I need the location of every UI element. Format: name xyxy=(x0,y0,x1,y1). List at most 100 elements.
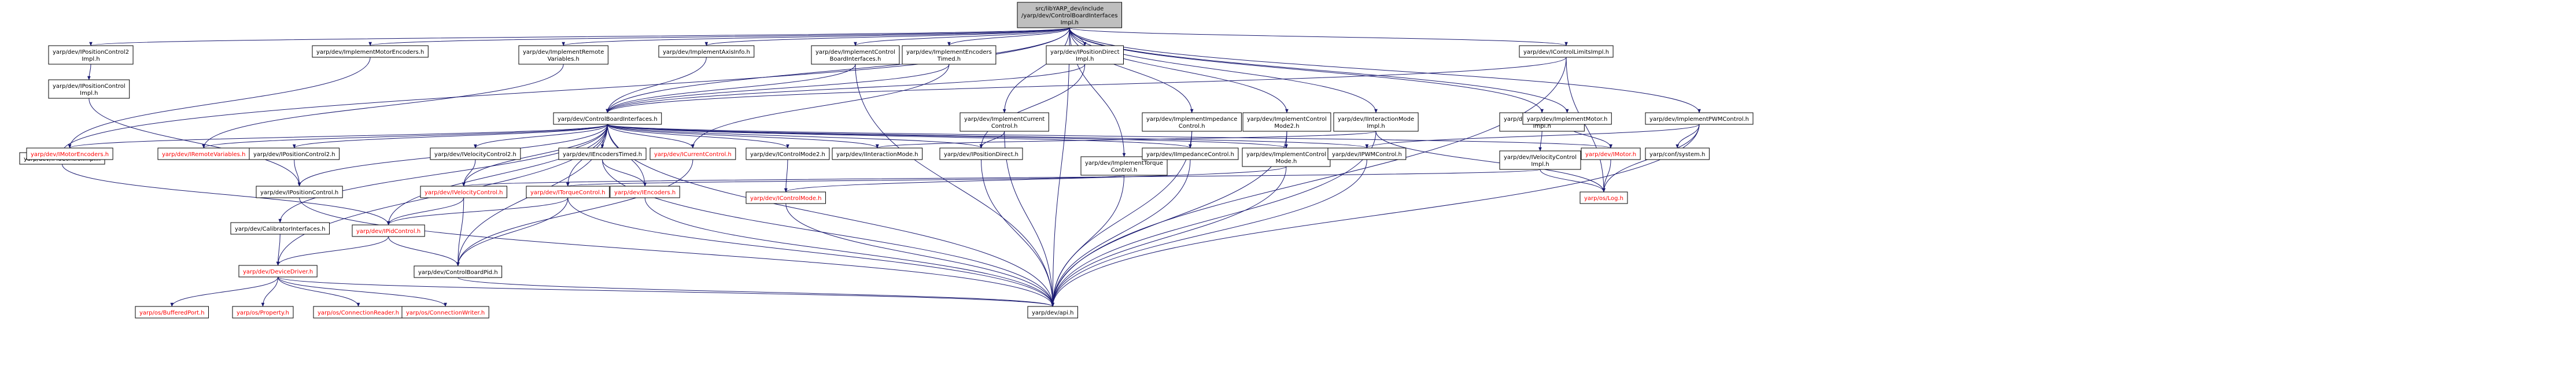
edges-layer xyxy=(60,27,1701,307)
node-label: yarp/dev/IInteractionMode xyxy=(1338,116,1414,123)
edge-ivc-to-ipid xyxy=(386,197,464,225)
edge-icm2-to-icm xyxy=(784,159,788,193)
node-label: yarp/dev/ITorqueControl.h xyxy=(530,190,606,196)
node-root: src/libYARP_dev/include/yarp/dev/Control… xyxy=(1017,2,1123,28)
edge-root-to-vc2impl xyxy=(1069,27,1544,113)
node-ipwm[interactable]: yarp/dev/IPWMControl.h xyxy=(1327,147,1407,160)
node-connw[interactable]: yarp/os/ConnectionWriter.h xyxy=(401,306,489,319)
node-label: yarp/dev/ControlBoardPid.h xyxy=(418,269,498,276)
node-label: yarp/dev/IPositionDirect xyxy=(1050,49,1120,56)
node-ivc[interactable]: yarp/dev/IVelocityControl.h xyxy=(420,186,508,198)
node-cbiimpl[interactable]: yarp/dev/ImplementControlBoardInterfaces… xyxy=(811,45,900,65)
node-imotor[interactable]: yarp/dev/IMotor.h xyxy=(1581,147,1641,160)
node-calib[interactable]: yarp/dev/CalibratorInterfaces.h xyxy=(230,222,330,235)
node-imotenc[interactable]: yarp/dev/IMotorEncoders.h xyxy=(26,147,113,160)
edge-iencoders-to-api xyxy=(644,197,1054,307)
node-log[interactable]: yarp/os/Log.h xyxy=(1579,191,1628,204)
node-itorque[interactable]: yarp/dev/ITorqueControl.h xyxy=(526,186,610,198)
node-iremvar[interactable]: yarp/dev/IRemoteVariables.h xyxy=(157,147,250,160)
node-connr[interactable]: yarp/os/ConnectionReader.h xyxy=(313,306,404,319)
node-ipc[interactable]: yarp/dev/IPositionControl.h xyxy=(256,186,343,198)
edge-vcimpl-to-ivc xyxy=(462,169,1541,187)
node-api[interactable]: yarp/dev/api.h xyxy=(1027,306,1078,319)
node-box xyxy=(249,147,340,160)
edge-ipcimpl-to-ipc xyxy=(88,98,301,187)
node-ipc2[interactable]: yarp/dev/IPositionControl2.h xyxy=(249,147,340,160)
node-pwmimpl[interactable]: yarp/dev/ImplementPWMControl.h xyxy=(1645,112,1754,125)
node-label: src/libYARP_dev/include xyxy=(1035,6,1104,12)
node-label: Timed.h xyxy=(937,56,961,62)
edge-pidimpl-to-ipid xyxy=(62,164,390,225)
node-box xyxy=(1327,147,1407,160)
node-ipid[interactable]: yarp/dev/IPidControl.h xyxy=(352,224,425,237)
node-box xyxy=(420,186,508,198)
edge-icm-to-api xyxy=(785,203,1054,307)
node-iinter[interactable]: yarp/dev/IInteractionMode.h xyxy=(832,147,923,160)
node-icm2[interactable]: yarp/dev/IControlMode2.h xyxy=(746,147,830,160)
node-conf[interactable]: yarp/conf/system.h xyxy=(1645,147,1710,160)
node-climits[interactable]: yarp/dev/IControlLimitsImpl.h xyxy=(1519,45,1614,58)
edge-interimpl-to-api xyxy=(1051,131,1376,307)
edge-cbiimpl-to-cbi xyxy=(606,64,856,113)
edge-axisinfo-to-cbi xyxy=(606,57,707,113)
edge-root-to-remvar xyxy=(562,27,1070,46)
node-box xyxy=(1645,147,1710,160)
node-motenc[interactable]: yarp/dev/ImplementMotorEncoders.h xyxy=(312,45,429,58)
node-icm[interactable]: yarp/dev/IControlMode.h xyxy=(746,191,826,204)
node-box xyxy=(558,147,647,160)
node-label: yarp/dev/IMotor.h xyxy=(1585,151,1636,158)
edge-cbi-to-ivc xyxy=(462,124,608,187)
node-iencoders[interactable]: yarp/dev/IEncoders.h xyxy=(610,186,680,198)
node-label: yarp/os/ConnectionWriter.h xyxy=(406,310,485,316)
node-label: yarp/dev/IMotorEncoders.h xyxy=(31,151,109,158)
edge-root-to-cbi xyxy=(606,27,1070,113)
node-label: yarp/os/BufferedPort.h xyxy=(139,310,205,316)
node-box xyxy=(26,147,113,160)
node-iimped[interactable]: yarp/dev/IImpedanceControl.h xyxy=(1142,147,1239,160)
node-label: yarp/dev/ImplementRemote xyxy=(523,49,604,56)
node-label: yarp/dev/IInteractionMode.h xyxy=(836,151,918,158)
edge-devdrv-to-connr xyxy=(278,276,360,307)
edge-root-to-api xyxy=(1051,27,1070,307)
edge-motenc-to-imotenc xyxy=(68,57,371,149)
node-bufport[interactable]: yarp/os/BufferedPort.h xyxy=(135,306,209,319)
node-devdrv[interactable]: yarp/dev/DeviceDriver.h xyxy=(238,265,318,278)
node-box xyxy=(959,112,1049,132)
node-label: yarp/dev/ImplementMotor.h xyxy=(1527,116,1607,123)
node-box xyxy=(518,45,608,65)
node-ienctimed[interactable]: yarp/dev/IEncodersTimed.h xyxy=(558,147,647,160)
node-label: yarp/dev/ImplementTorque xyxy=(1085,160,1163,167)
node-box xyxy=(746,147,830,160)
node-label: Impl.h xyxy=(1367,123,1385,130)
node-motimpl[interactable]: yarp/dev/ImplementMotor.h xyxy=(1522,112,1612,125)
node-iposdir[interactable]: yarp/dev/IPositionDirect.h xyxy=(939,147,1023,160)
node-label: yarp/dev/IRemoteVariables.h xyxy=(162,151,245,158)
edge-ipc2impl-to-ipcimpl xyxy=(87,64,91,80)
node-ivc2[interactable]: yarp/dev/IVelocityControl2.h xyxy=(430,147,521,160)
edge-iimped-to-api xyxy=(1051,159,1191,307)
node-axisinfo[interactable]: yarp/dev/ImplementAxisInfo.h xyxy=(658,45,755,58)
node-cbpid[interactable]: yarp/dev/ControlBoardPid.h xyxy=(414,265,503,278)
node-label: yarp/dev/CalibratorInterfaces.h xyxy=(235,226,326,232)
node-label: Impl.h xyxy=(80,90,98,97)
node-prop[interactable]: yarp/os/Property.h xyxy=(232,306,294,319)
node-cbi[interactable]: yarp/dev/ControlBoardInterfaces.h xyxy=(553,112,662,125)
node-label: yarp/dev/IVelocityControl.h xyxy=(425,190,503,196)
edge-itorque-to-api xyxy=(567,197,1054,307)
node-box xyxy=(1142,147,1239,160)
node-box xyxy=(811,45,900,65)
node-icurrent[interactable]: yarp/dev/ICurrentControl.h xyxy=(649,147,736,160)
edge-cbi-to-ivc2 xyxy=(474,124,608,149)
